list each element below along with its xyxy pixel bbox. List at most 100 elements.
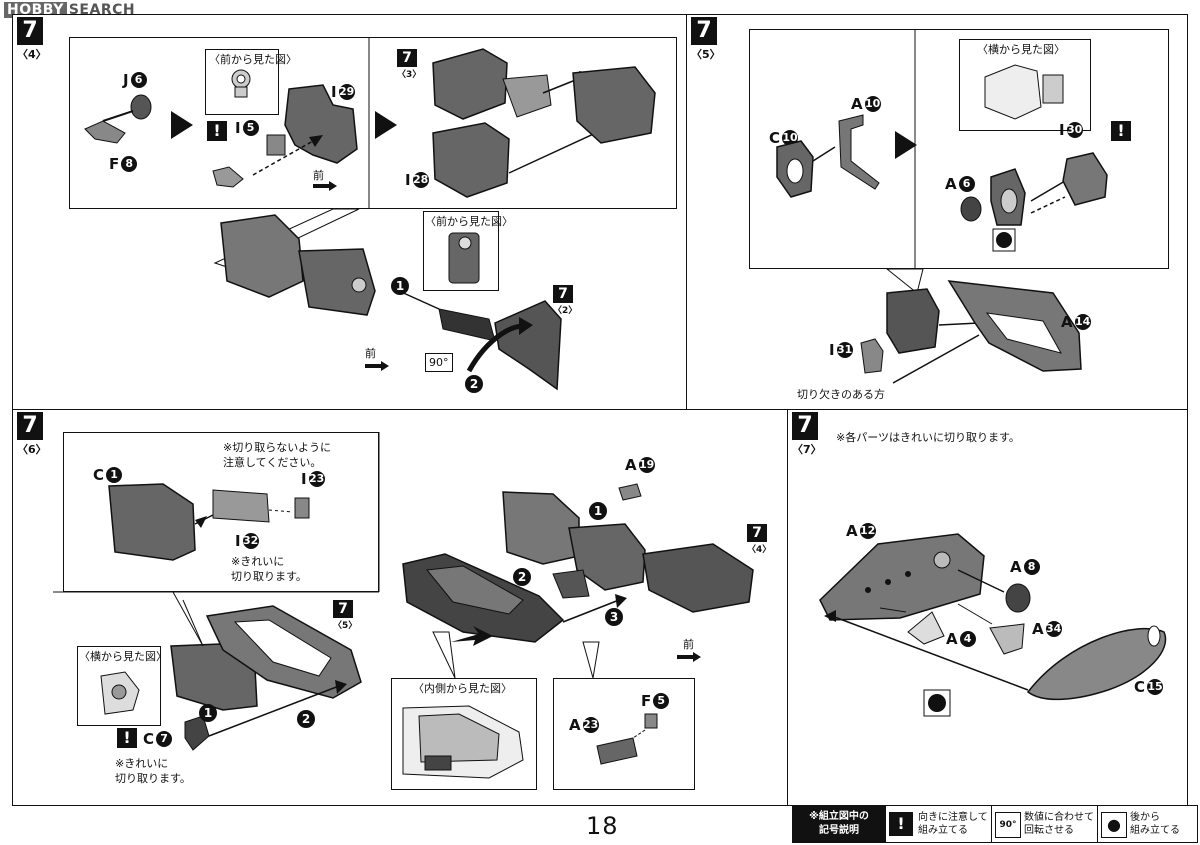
part-main-assembly xyxy=(220,214,376,316)
rotate-icon: 90° xyxy=(425,353,453,372)
front-direction-label-2: 前 xyxy=(365,347,376,360)
f5-detail-box xyxy=(553,678,695,790)
front-view-title-2: 〈前から見た図〉 xyxy=(425,215,513,228)
caution-note: ※切り取らないように 注意してください。 xyxy=(223,441,331,469)
caution-icon: ! xyxy=(117,728,137,748)
legend-item-orientation: ! 向きに注意して 組み立てる xyxy=(885,806,991,842)
side-view-box xyxy=(959,39,1091,131)
part-side-view xyxy=(984,64,1064,120)
clean-cut-note-2: ※きれいに 切り取ります。 xyxy=(115,757,191,785)
legend-item-rotate: 90° 数値に合わせて 回転させる xyxy=(991,806,1097,842)
part-side-view-c7 xyxy=(100,671,140,715)
rotate-icon: 90° xyxy=(995,812,1021,838)
caution-icon: ! xyxy=(207,121,227,141)
part-i31 xyxy=(860,338,884,374)
part-i5-front-view xyxy=(231,69,251,98)
step-marker-2b: 2 xyxy=(513,568,531,586)
front-arrow-2 xyxy=(365,361,389,371)
notch-side-label: 切り欠きのある方 xyxy=(797,388,885,401)
part-c1-i32-i23 xyxy=(108,483,310,561)
side-view-title: 〈横から見た図〉 xyxy=(977,43,1065,56)
front-direction-label: 前 xyxy=(313,169,324,182)
flow-arrow xyxy=(171,111,193,139)
assemble-later-icon: ● xyxy=(1101,812,1127,838)
part-c10-a10 xyxy=(776,114,880,198)
front-direction-label: 前 xyxy=(683,638,694,651)
step-number: 7 xyxy=(792,412,818,440)
inner-view-title: 〈内側から見た図〉 xyxy=(413,682,512,695)
step-sub-number: 〈7〉 xyxy=(792,443,822,456)
page-number: 18 xyxy=(586,812,619,840)
detail-box xyxy=(69,37,677,209)
flow-arrow xyxy=(895,131,917,159)
front-view-title: 〈前から見た図〉 xyxy=(209,53,297,66)
front-view-box xyxy=(205,49,279,115)
part-front-view-shape xyxy=(448,232,480,284)
ref-step-7-3: 7〈3〉 xyxy=(397,49,422,80)
step-number: 7 xyxy=(17,17,43,45)
flow-arrow xyxy=(375,111,397,139)
front-arrow xyxy=(313,181,337,191)
step-marker-2: 2 xyxy=(465,375,483,393)
clean-cut-note: ※各パーツはきれいに切り取ります。 xyxy=(836,431,1020,444)
step-sub-number: 〈6〉 xyxy=(17,443,47,456)
side-view-title: 〈横から見た図〉 xyxy=(79,650,167,663)
step-marker-1: 1 xyxy=(199,704,217,722)
part-main-hull xyxy=(402,483,754,646)
ref-step-7-2: 7〈2〉 xyxy=(553,285,578,316)
step-number: 7 xyxy=(691,17,717,45)
caution-icon: ! xyxy=(889,812,913,836)
part-rod-shell xyxy=(398,290,562,391)
sub-connectors xyxy=(53,432,600,679)
step-sub-number: 〈5〉 xyxy=(691,48,721,61)
legend-header: ※組立図中の 記号説明 xyxy=(793,806,885,842)
part-a23-f5 xyxy=(596,713,658,765)
ref-step-7-4: 7〈4〉 xyxy=(747,524,772,555)
part-i28-assembly xyxy=(432,48,656,198)
part-c7-assembly xyxy=(170,599,362,751)
step-marker-1b: 1 xyxy=(589,502,607,520)
step-marker-3: 3 xyxy=(605,608,623,626)
part-a6-i30 xyxy=(960,152,1108,226)
step-sub-number: 〈4〉 xyxy=(17,48,47,61)
step-number: 7 xyxy=(17,412,43,440)
caution-icon: ! xyxy=(1111,121,1131,141)
part-a12-assembly xyxy=(819,533,1167,701)
ref-step-7-5: 7〈5〉 xyxy=(333,600,358,631)
part-inner-view xyxy=(402,705,524,779)
part-i29 xyxy=(212,84,358,188)
front-arrow xyxy=(677,652,701,662)
legend-item-later: ● 後から 組み立てる xyxy=(1097,806,1197,842)
symbol-legend: ※組立図中の 記号説明 ! 向きに注意して 組み立てる 90° 数値に合わせて … xyxy=(792,805,1198,843)
assemble-later-icon xyxy=(923,689,951,717)
step-marker-1: 1 xyxy=(391,277,409,295)
clean-cut-note-1: ※きれいに 切り取ります。 xyxy=(231,555,307,583)
part-f8-j6 xyxy=(84,94,152,144)
